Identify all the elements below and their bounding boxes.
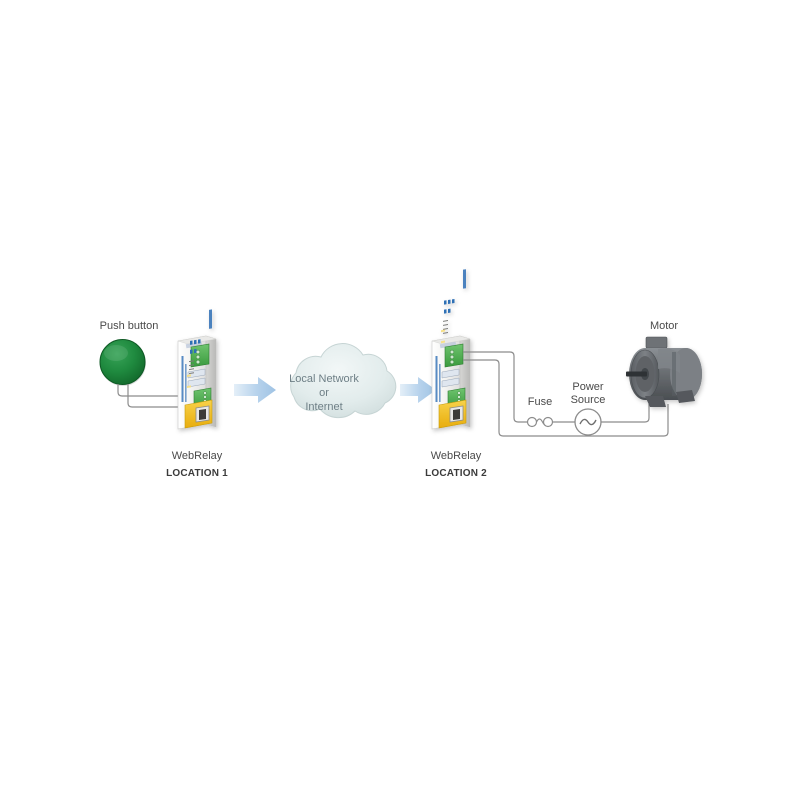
cloud-icon <box>290 343 397 419</box>
motor-icon <box>626 336 702 407</box>
fuse-symbol-icon <box>526 416 554 428</box>
push-button-icon <box>99 339 146 386</box>
motor-circuit-wires <box>463 351 669 437</box>
push-button-wires <box>117 384 196 408</box>
terminal-block-top-2 <box>444 343 464 368</box>
arrow-right-icon-2 <box>400 377 436 403</box>
webrelay-1-location-label: LOCATION 1 <box>166 468 228 479</box>
webrelay-2-location-label: LOCATION 2 <box>425 468 487 479</box>
terminal-block-top <box>190 343 210 368</box>
arrow-right-icon-1 <box>234 377 276 403</box>
webrelay-2-name-label: WebRelay <box>430 450 482 462</box>
dip-switches <box>187 339 206 388</box>
cloud-label-line2: or <box>319 387 329 399</box>
webrelay-device-icon-1 <box>177 309 217 430</box>
power-source-label-line2: Source <box>570 394 606 406</box>
dip-switches-2 <box>441 299 460 388</box>
ac-source-symbol-icon <box>574 408 602 436</box>
webrelay-device-icon-2 <box>431 269 471 430</box>
cloud-label-line1: Local Network <box>289 373 359 385</box>
power-source-label-line1: Power <box>572 381 604 393</box>
motor-label: Motor <box>649 320 679 332</box>
cloud-label-line3: Internet <box>305 401 343 413</box>
fuse-label: Fuse <box>527 396 553 408</box>
push-button-label: Push button <box>99 320 159 332</box>
ethernet-jack-icon-1 <box>184 374 213 429</box>
webrelay-1-name-label: WebRelay <box>171 450 223 462</box>
ethernet-jack-icon-2 <box>438 329 467 429</box>
